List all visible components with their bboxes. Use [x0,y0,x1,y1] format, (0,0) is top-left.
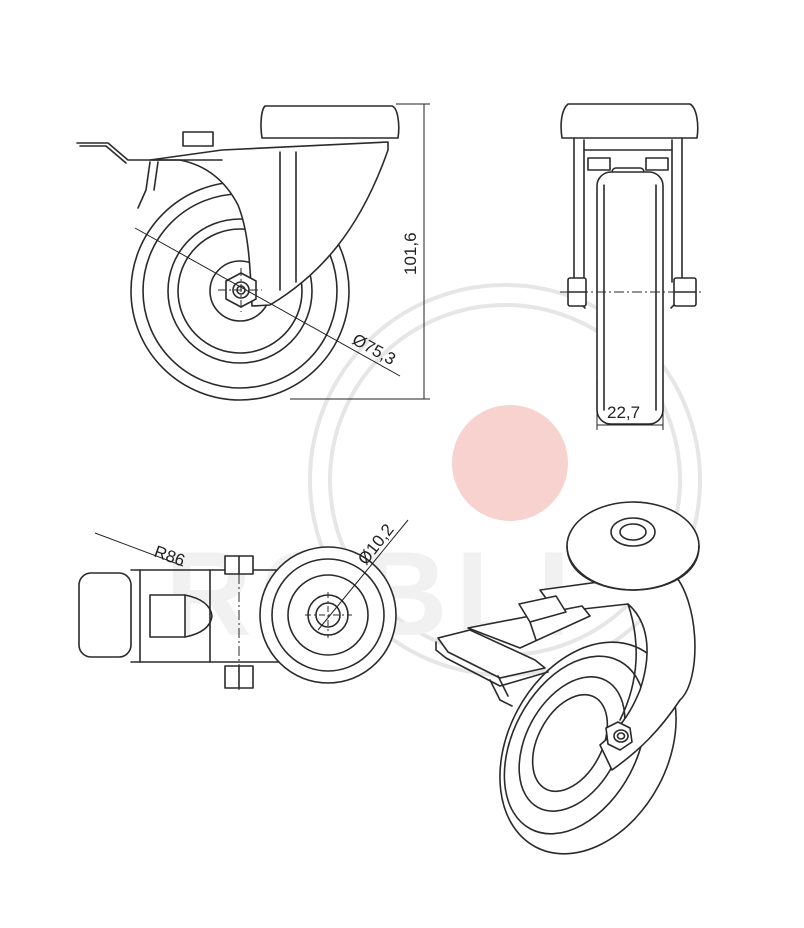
height-label: 101,6 [401,232,420,275]
side-view [76,105,401,401]
top-view [78,519,409,690]
front-view [560,103,704,430]
wheel-width-label: 22,7 [607,403,640,422]
height-dimension [290,103,430,400]
watermark-dot [452,405,568,521]
isometric-view [435,501,700,855]
